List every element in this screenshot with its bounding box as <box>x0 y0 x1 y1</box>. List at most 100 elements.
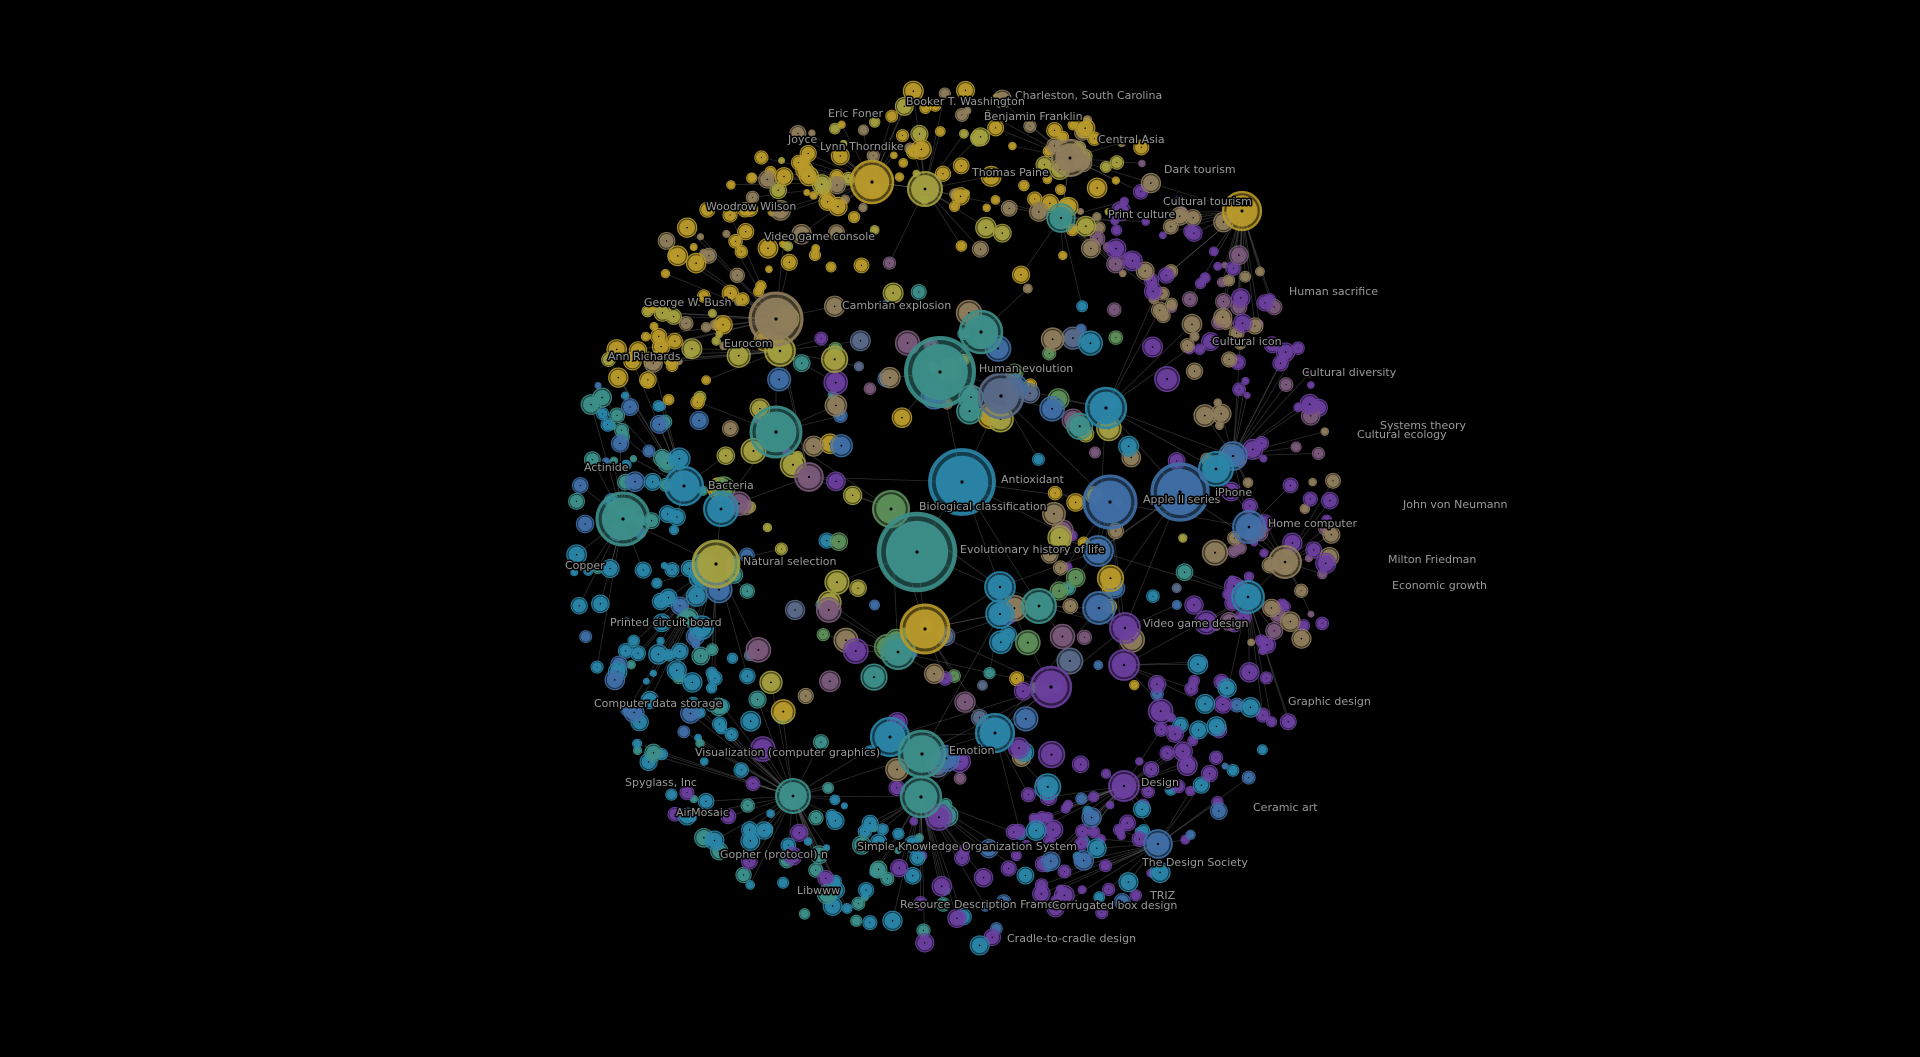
graph-node[interactable] <box>689 243 698 252</box>
graph-node[interactable] <box>1247 638 1256 647</box>
graph-node[interactable] <box>759 670 783 695</box>
graph-node[interactable] <box>627 634 640 648</box>
graph-node[interactable] <box>617 643 634 659</box>
graph-node[interactable] <box>1265 621 1284 640</box>
graph-node[interactable] <box>716 446 736 465</box>
graph-node[interactable] <box>953 771 967 785</box>
graph-node[interactable] <box>594 381 602 390</box>
graph-node[interactable] <box>691 539 741 589</box>
graph-node[interactable] <box>762 522 773 533</box>
node-label[interactable]: Computer data storage <box>593 696 724 712</box>
graph-node[interactable] <box>1197 450 1235 488</box>
graph-node[interactable] <box>985 599 1015 629</box>
graph-node[interactable] <box>656 636 665 646</box>
graph-node[interactable] <box>737 223 755 241</box>
graph-node[interactable] <box>1256 294 1274 312</box>
graph-node[interactable] <box>903 866 922 885</box>
graph-node[interactable] <box>882 282 904 304</box>
graph-node[interactable] <box>1046 122 1063 139</box>
graph-node[interactable] <box>842 485 863 506</box>
graph-node[interactable] <box>591 594 610 614</box>
graph-node[interactable] <box>952 157 970 175</box>
graph-node[interactable] <box>1106 254 1125 274</box>
graph-node[interactable] <box>1143 829 1173 859</box>
node-label[interactable]: Video game console <box>763 229 877 245</box>
graph-node[interactable] <box>1306 381 1315 389</box>
graph-node[interactable] <box>1233 541 1247 555</box>
graph-node[interactable] <box>1221 351 1238 368</box>
graph-node[interactable] <box>1073 850 1095 871</box>
graph-node[interactable] <box>808 248 822 262</box>
graph-node[interactable] <box>980 900 991 912</box>
node-label[interactable]: Apple II series <box>1142 492 1223 508</box>
node-label[interactable]: Corrugated box design <box>1051 898 1179 914</box>
graph-node[interactable] <box>724 727 739 742</box>
graph-node[interactable] <box>1018 179 1030 192</box>
graph-node[interactable] <box>1020 787 1036 803</box>
graph-node[interactable] <box>1142 761 1160 778</box>
graph-node[interactable] <box>849 159 895 205</box>
graph-node[interactable] <box>609 456 619 466</box>
graph-node[interactable] <box>929 99 942 112</box>
graph-node[interactable] <box>1227 530 1242 546</box>
graph-node[interactable] <box>741 821 759 839</box>
node-label[interactable]: Joyce <box>786 132 820 148</box>
graph-node[interactable] <box>1076 629 1093 645</box>
graph-node[interactable] <box>1118 269 1127 278</box>
graph-node[interactable] <box>726 180 736 190</box>
graph-node[interactable] <box>910 124 929 144</box>
graph-node[interactable] <box>1291 628 1312 649</box>
graph-node[interactable] <box>1325 472 1341 489</box>
node-label[interactable]: Libwww <box>796 883 842 899</box>
graph-node[interactable] <box>1109 612 1141 644</box>
graph-node[interactable] <box>1307 610 1315 618</box>
graph-node[interactable] <box>1025 820 1047 841</box>
graph-node[interactable] <box>980 165 1002 187</box>
graph-node[interactable] <box>707 308 717 318</box>
graph-node[interactable] <box>913 896 928 911</box>
graph-node[interactable] <box>782 241 794 252</box>
graph-node[interactable] <box>829 794 841 806</box>
graph-node[interactable] <box>1201 539 1229 566</box>
graph-node[interactable] <box>1222 274 1236 287</box>
graph-node[interactable] <box>879 366 901 389</box>
graph-node[interactable] <box>895 129 910 143</box>
graph-node[interactable] <box>995 894 1012 911</box>
graph-node[interactable] <box>719 341 729 351</box>
graph-node[interactable] <box>829 434 854 458</box>
graph-node[interactable] <box>1032 453 1045 466</box>
graph-node[interactable] <box>951 187 970 206</box>
graph-node[interactable] <box>1076 300 1089 313</box>
graph-node[interactable] <box>825 261 837 273</box>
graph-node[interactable] <box>862 915 878 931</box>
graph-node[interactable] <box>629 455 638 463</box>
graph-node[interactable] <box>1154 366 1181 393</box>
graph-node[interactable] <box>1315 616 1330 631</box>
graph-node[interactable] <box>1000 199 1018 217</box>
graph-node[interactable] <box>903 335 977 409</box>
graph-node[interactable] <box>1184 595 1204 615</box>
graph-node[interactable] <box>1278 377 1294 392</box>
graph-node[interactable] <box>670 642 689 661</box>
graph-node[interactable] <box>1037 740 1066 769</box>
graph-node[interactable] <box>1111 176 1121 185</box>
graph-node[interactable] <box>726 652 739 664</box>
graph-node[interactable] <box>1210 403 1232 425</box>
graph-node[interactable] <box>1082 474 1138 530</box>
graph-node[interactable] <box>1290 441 1302 453</box>
graph-node[interactable] <box>869 599 881 611</box>
graph-node[interactable] <box>614 422 630 438</box>
graph-node[interactable] <box>770 199 791 221</box>
graph-node[interactable] <box>1118 435 1140 457</box>
graph-node[interactable] <box>1242 438 1264 460</box>
graph-node[interactable] <box>640 331 651 342</box>
graph-node[interactable] <box>590 660 604 674</box>
graph-node[interactable] <box>652 613 672 633</box>
graph-node[interactable] <box>1282 532 1303 554</box>
graph-node[interactable] <box>970 127 991 147</box>
graph-node[interactable] <box>1221 190 1263 232</box>
graph-node[interactable] <box>1049 581 1069 601</box>
graph-node[interactable] <box>678 316 694 331</box>
node-label[interactable]: Central Asia <box>1097 132 1167 148</box>
graph-node[interactable] <box>606 339 628 360</box>
